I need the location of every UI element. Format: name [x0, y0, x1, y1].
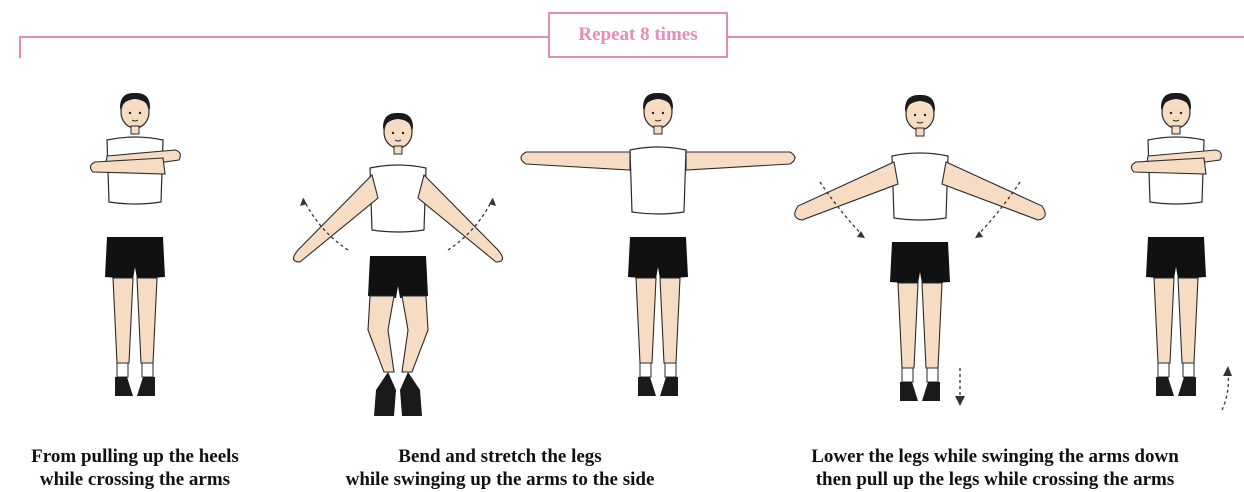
- caption-2: Bend and stretch the legs while swinging…: [290, 445, 710, 491]
- caption-1-line-2: while crossing the arms: [0, 468, 270, 491]
- repeat-label: Repeat 8 times: [578, 24, 697, 46]
- figure-1: [90, 93, 180, 396]
- caption-1-line-1: From pulling up the heels: [0, 445, 270, 468]
- caption-2-line-2: while swinging up the arms to the side: [290, 468, 710, 491]
- repeat-banner: Repeat 8 times: [548, 12, 728, 58]
- figure-3: [521, 93, 795, 396]
- caption-2-line-1: Bend and stretch the legs: [290, 445, 710, 468]
- figure-5: [1131, 93, 1232, 410]
- caption-1: From pulling up the heels while crossing…: [0, 445, 270, 491]
- figure-2: [293, 113, 502, 416]
- caption-3-line-1: Lower the legs while swinging the arms d…: [750, 445, 1240, 468]
- caption-3-line-2: then pull up the legs while crossing the…: [750, 468, 1240, 491]
- figure-4: [795, 95, 1045, 406]
- caption-3: Lower the legs while swinging the arms d…: [750, 445, 1240, 491]
